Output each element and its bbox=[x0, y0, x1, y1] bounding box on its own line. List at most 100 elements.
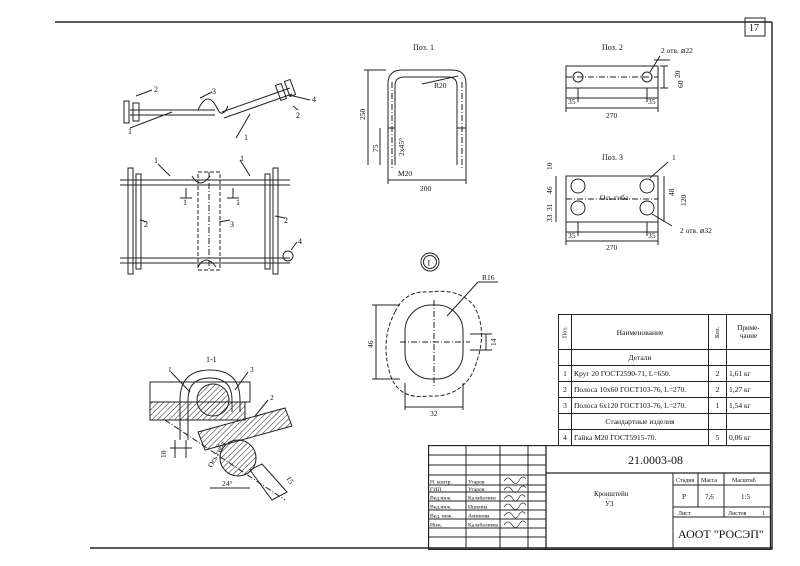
spec-group-row: Детали bbox=[558, 349, 771, 366]
svg-text:1: 1 bbox=[183, 198, 187, 207]
sheets-header: Листов bbox=[728, 511, 746, 517]
svg-text:1: 1 bbox=[168, 365, 172, 374]
company-name: АООТ "РОСЭП" bbox=[678, 527, 764, 541]
spec-header-note: Приме- чание bbox=[726, 314, 771, 350]
spec-header-qty: Кол. bbox=[708, 314, 727, 350]
spec-group-row: Стандартные изделия bbox=[558, 413, 771, 430]
pos3-view bbox=[555, 161, 673, 245]
document-designation: 21.0003-08 bbox=[628, 453, 683, 467]
svg-text:32: 32 bbox=[430, 409, 438, 418]
svg-text:2: 2 bbox=[144, 220, 148, 229]
spec-group-parts: Детали bbox=[571, 349, 709, 366]
svg-text:35: 35 bbox=[648, 231, 656, 240]
svg-text:1: 1 bbox=[244, 133, 248, 142]
detail-dims: R16 46 32 14 bbox=[366, 273, 498, 418]
table-row: 1 Круг 20 ГОСТ2590-71, L=650. 2 1,61 кг bbox=[558, 365, 771, 382]
scale-value: 1:5 bbox=[741, 493, 750, 501]
svg-text:M20: M20 bbox=[398, 169, 412, 178]
svg-text:48: 48 bbox=[667, 188, 676, 196]
svg-text:75: 75 bbox=[371, 144, 380, 152]
spec-header-row: Поз. Наименование Кол. Приме- чание bbox=[558, 314, 771, 350]
svg-text:250: 250 bbox=[358, 109, 367, 121]
signature-list: Н. контр. Угаров ГИП Угаров Вед.инж. Калаба… bbox=[430, 480, 499, 529]
table-row: 4 Гайка М20 ГОСТ5915-70. 5 0,06 кг bbox=[558, 429, 771, 446]
pos2-label: Поз. 2 bbox=[602, 43, 623, 52]
pos3-dims: 10 46 31 33 Ось гиба 48 120 1 2 отв. ⌀32… bbox=[545, 153, 712, 252]
svg-text:R20: R20 bbox=[434, 81, 447, 90]
sheet-number: 17 bbox=[749, 23, 759, 34]
pos3-label: Поз. 3 bbox=[602, 153, 623, 162]
sheet-header: Лист bbox=[678, 511, 691, 517]
svg-text:Н. контр.: Н. контр. bbox=[430, 480, 452, 486]
svg-text:35: 35 bbox=[648, 97, 656, 106]
assembly-side-callouts: 2 3 4 2 1 1 bbox=[128, 85, 316, 142]
svg-text:Ось гиба: Ось гиба bbox=[600, 193, 629, 202]
svg-text:2: 2 bbox=[296, 111, 300, 120]
svg-text:2 отв. ⌀22: 2 отв. ⌀22 bbox=[661, 46, 693, 55]
svg-text:Вед. инж.: Вед. инж. bbox=[430, 514, 454, 520]
pos1-label: Поз. 1 bbox=[413, 43, 434, 52]
drawing-title-1: Кронштейн bbox=[594, 490, 629, 498]
svg-text:33: 33 bbox=[545, 214, 554, 222]
table-row: 2 Полоса 10х60 ГОСТ103-76, L=270. 2 1,27… bbox=[558, 381, 771, 398]
svg-text:270: 270 bbox=[606, 111, 618, 120]
svg-text:ГИП: ГИП bbox=[430, 487, 441, 493]
svg-text:60: 60 bbox=[676, 80, 685, 88]
svg-text:35: 35 bbox=[568, 231, 576, 240]
pos2-dims: 2 отв. ⌀22 20 60 35 35 270 bbox=[568, 46, 693, 120]
assembly-plan-view bbox=[120, 159, 298, 275]
assembly-side-view bbox=[123, 78, 311, 139]
section-label: 1-1 bbox=[206, 355, 217, 364]
svg-text:Аминова: Аминова bbox=[468, 514, 490, 520]
pos1-dims: R20 250 75 2х45° M20 200 bbox=[358, 81, 447, 193]
svg-text:3: 3 bbox=[250, 365, 254, 374]
svg-text:46: 46 bbox=[545, 186, 554, 194]
pos2-view bbox=[565, 55, 670, 112]
svg-text:14: 14 bbox=[489, 338, 498, 346]
table-row: 3 Полоса 6х120 ГОСТ103-76, L=270. 1 1,54… bbox=[558, 397, 771, 414]
mass-header: Масса bbox=[701, 478, 717, 484]
svg-text:31: 31 bbox=[545, 203, 554, 211]
svg-text:2: 2 bbox=[154, 85, 158, 94]
detail-marker bbox=[420, 252, 440, 272]
handwritten-signatures bbox=[503, 476, 527, 528]
svg-text:200: 200 bbox=[420, 184, 432, 193]
spec-header-name: Наименование bbox=[571, 314, 709, 350]
svg-text:2: 2 bbox=[270, 393, 274, 402]
scale-header: Масштаб bbox=[732, 477, 756, 484]
svg-text:15: 15 bbox=[284, 475, 296, 486]
svg-text:Вед.инж.: Вед.инж. bbox=[430, 505, 452, 511]
svg-text:2 отв. ⌀32: 2 отв. ⌀32 bbox=[680, 226, 712, 235]
svg-text:1: 1 bbox=[240, 154, 244, 163]
svg-text:46: 46 bbox=[366, 340, 375, 348]
drawing-title-2: У3 bbox=[605, 500, 614, 508]
svg-text:Калабалиев: Калабалиев bbox=[468, 495, 496, 502]
svg-text:1: 1 bbox=[236, 198, 240, 207]
svg-text:Ишкина: Ишкина bbox=[468, 505, 488, 511]
svg-text:2х45°: 2х45° bbox=[397, 138, 406, 156]
svg-text:2: 2 bbox=[284, 216, 288, 225]
specification-table: Поз. Наименование Кол. Приме- чание Дета… bbox=[558, 314, 771, 446]
spec-header-pos: Поз. bbox=[558, 314, 572, 350]
svg-text:Угаров: Угаров bbox=[468, 487, 485, 493]
title-block: 21.0003-08 Кронштейн У3 Стадия Масса Мас… bbox=[428, 445, 771, 550]
svg-text:120: 120 bbox=[679, 195, 688, 207]
svg-text:10: 10 bbox=[159, 450, 168, 458]
section-view bbox=[149, 369, 293, 501]
svg-text:1: 1 bbox=[128, 127, 132, 136]
detail-marker-label: I bbox=[428, 259, 431, 268]
stage-value: Р bbox=[682, 493, 686, 501]
svg-text:270: 270 bbox=[606, 243, 618, 252]
mass-value: 7,6 bbox=[705, 493, 714, 501]
svg-text:10: 10 bbox=[545, 162, 554, 170]
svg-text:Вед.инж.: Вед.инж. bbox=[430, 496, 452, 502]
svg-text:20: 20 bbox=[673, 70, 682, 78]
sheets-value: 1 bbox=[762, 511, 765, 517]
svg-text:1: 1 bbox=[672, 153, 676, 162]
svg-text:4: 4 bbox=[298, 237, 302, 246]
spec-group-standard: Стандартные изделия bbox=[571, 413, 709, 430]
svg-text:3: 3 bbox=[230, 220, 234, 229]
frame bbox=[55, 17, 773, 550]
svg-text:Угаров: Угаров bbox=[468, 480, 485, 486]
svg-text:24°: 24° bbox=[222, 479, 233, 488]
